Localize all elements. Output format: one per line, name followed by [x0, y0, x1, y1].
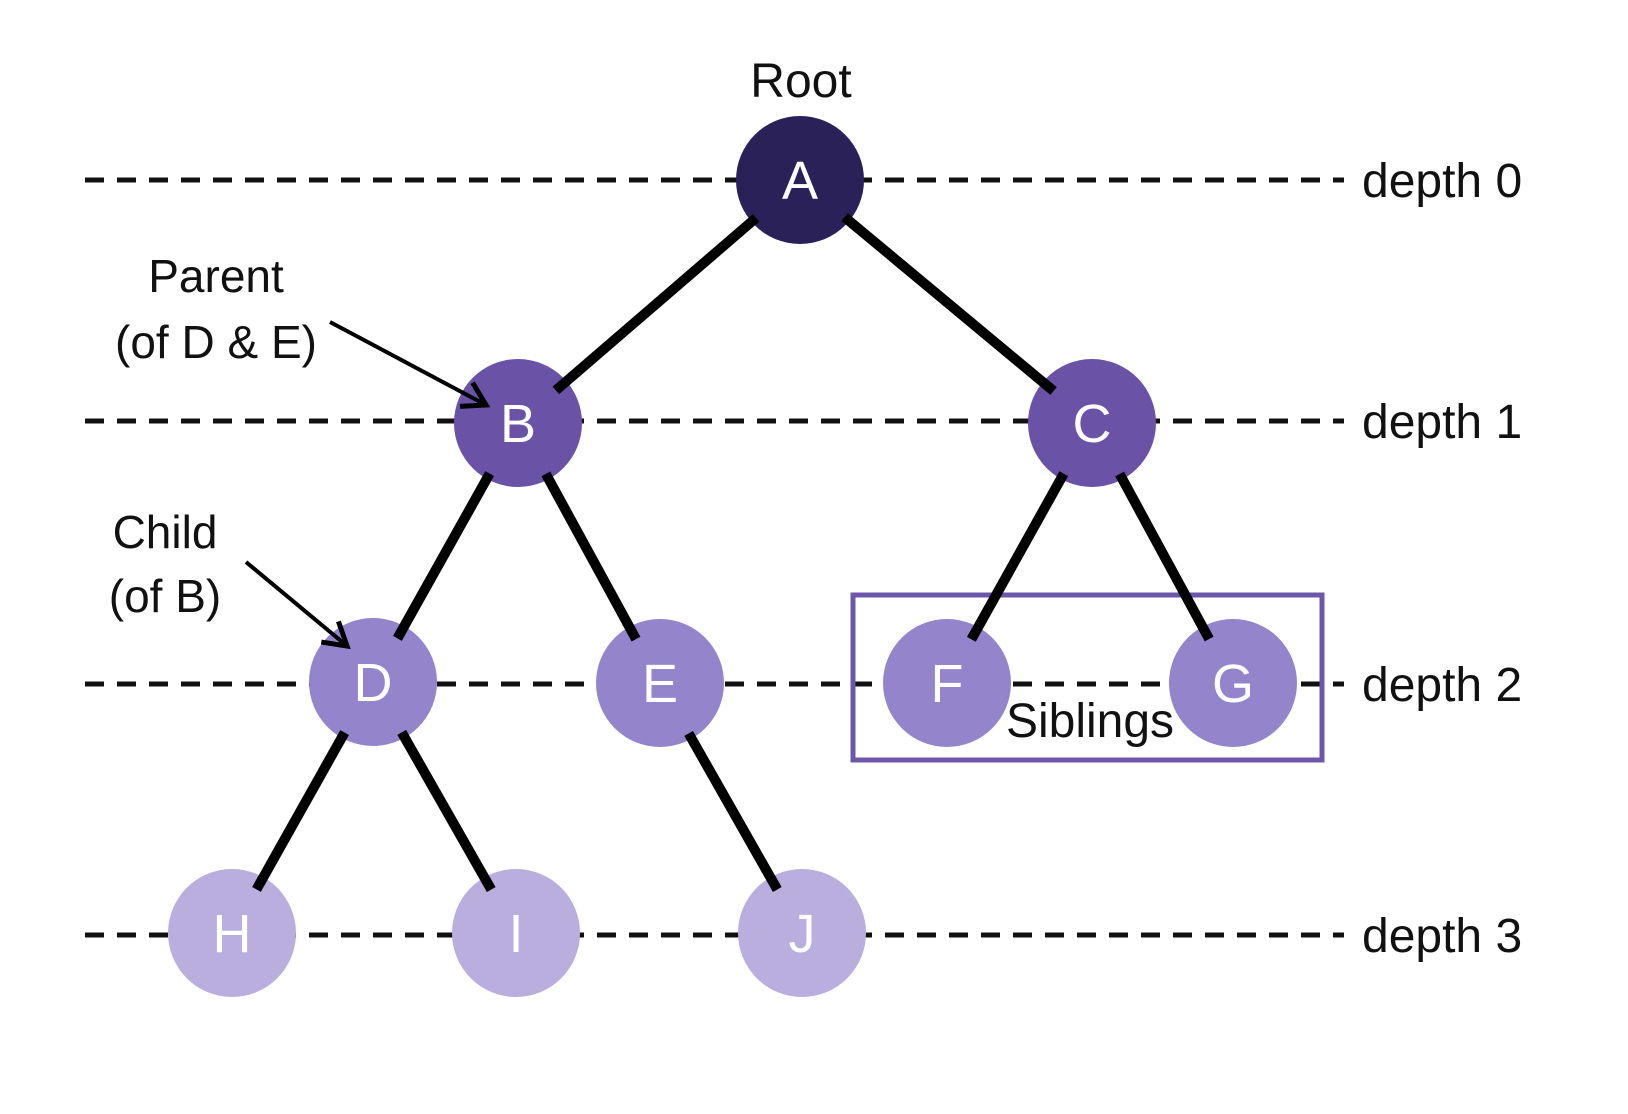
- depth-label-3: depth 3: [1362, 910, 1522, 963]
- tree-node-F: [883, 619, 1011, 747]
- node-label-H: H: [213, 904, 252, 964]
- siblings-box: [850, 592, 1325, 763]
- child-arrow: [244, 560, 349, 648]
- node-label-E: E: [642, 654, 678, 714]
- tree-node-G: [1169, 619, 1297, 747]
- tree-node-E: [596, 619, 724, 747]
- child-arrowhead-icon: [320, 620, 351, 650]
- depth-label-1: depth 1: [1362, 396, 1522, 449]
- tree-node-H: [168, 869, 296, 997]
- node-label-G: G: [1212, 654, 1254, 714]
- siblings-label: Siblings: [1006, 695, 1174, 748]
- node-label-D: D: [354, 653, 393, 713]
- tree-edge-C-F: [966, 471, 1069, 642]
- tree-node-C: [1028, 359, 1156, 487]
- tree-edge-B-D: [393, 471, 495, 641]
- tree-edge-B-E: [541, 471, 641, 642]
- parent-label-line-1: Parent: [148, 250, 284, 302]
- parent-arrow: [329, 320, 487, 407]
- node-label-I: I: [508, 904, 523, 964]
- tree-edge-E-J: [684, 730, 782, 892]
- tree-node-D: [309, 618, 437, 746]
- depth-label-0: depth 0: [1362, 155, 1522, 208]
- parent-label-line-2: (of D & E): [115, 316, 317, 368]
- tree-edge-C-G: [1115, 471, 1214, 642]
- child-label-line-2: (of B): [109, 570, 221, 622]
- node-label-J: J: [789, 904, 816, 964]
- node-label-B: B: [500, 394, 536, 454]
- node-label-A: A: [782, 151, 818, 211]
- tree-node-B: [454, 359, 582, 487]
- tree-edge-A-B: [552, 214, 760, 395]
- tree-node-J: [738, 869, 866, 997]
- tree-node-I: [452, 869, 580, 997]
- child-label-line-1: Child: [113, 506, 218, 558]
- parent-arrowhead-icon: [459, 381, 491, 409]
- tree-edge-D-H: [252, 730, 349, 892]
- depth-label-2: depth 2: [1362, 659, 1522, 712]
- tree-edge-D-I: [397, 729, 496, 893]
- root-label: Root: [750, 55, 851, 108]
- tree-node-A: [736, 116, 864, 244]
- tree-edge-A-C: [841, 213, 1057, 395]
- node-label-F: F: [931, 654, 964, 714]
- node-label-C: C: [1073, 394, 1112, 454]
